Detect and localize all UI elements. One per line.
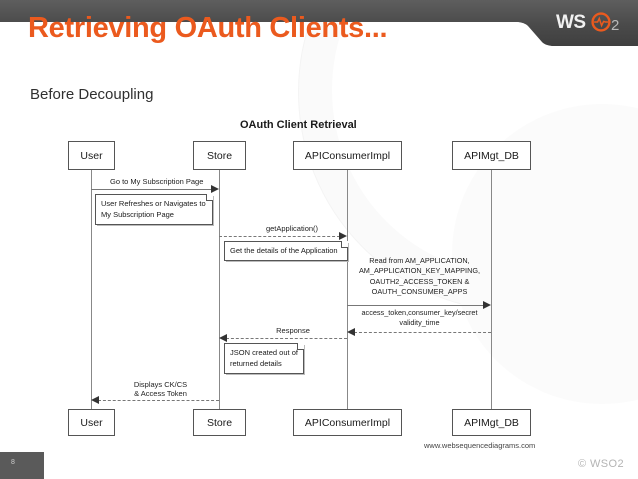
note-fold-corner [297, 343, 304, 350]
note-line-1: User Refreshes or Navigates to [101, 199, 206, 208]
arrow-head-getapplication [339, 231, 347, 240]
message-arrow-response [226, 338, 347, 339]
message-label-db-response: access_token,consumer_key/secret validit… [348, 308, 491, 329]
diagram-title: OAuth Client Retrieval [240, 119, 357, 131]
lifeline-apiconsumerimpl [347, 170, 348, 410]
lifeline-store [219, 170, 220, 410]
db-read-line-1: Read from AM_APPLICATION, [369, 256, 470, 265]
slide-number: 8 [11, 459, 15, 466]
participant-box-apiconsumerimpl-bottom: APIConsumerImpl [293, 409, 402, 436]
message-label-response: Response [276, 326, 310, 335]
copyright-text: © WSO2 [578, 458, 624, 470]
diagram-credit: www.websequencediagrams.com [424, 441, 536, 450]
db-response-line-1: access_token,consumer_key/secret [361, 308, 478, 317]
wso2-logo-mark: WS 2 [556, 12, 619, 34]
slide-number-tab [0, 452, 44, 479]
arrow-head-displays-ck-cs [91, 395, 99, 404]
db-read-line-2: AM_APPLICATION_KEY_MAPPING, [358, 266, 481, 276]
displays-line-2: & Access Token [134, 389, 187, 399]
db-read-line-4: OAUTH_CONSUMER_APPS [371, 287, 468, 297]
note-json-created: JSON created out of returned details [224, 343, 304, 374]
db-response-line-2: validity_time [399, 318, 440, 328]
db-read-line-3: OAUTH2_ACCESS_TOKEN & [369, 276, 470, 286]
slide-subtitle: Before Decoupling [30, 86, 154, 103]
participant-box-store-bottom: Store [193, 409, 246, 436]
arrow-head-db-read [483, 300, 491, 309]
arrow-head-response [219, 333, 227, 342]
note-line-2: My Subscription Page [101, 209, 174, 219]
message-arrow-getapplication [219, 236, 340, 237]
participant-box-apimgtdb-bottom: APIMgt_DB [452, 409, 531, 436]
note-line-2: returned details [230, 358, 282, 368]
note-get-details: Get the details of the Application [224, 241, 348, 261]
message-label-go-to-subscription: Go to My Subscription Page [110, 177, 204, 186]
svg-text:WS: WS [556, 12, 586, 33]
participant-box-apiconsumerimpl-top: APIConsumerImpl [293, 141, 402, 170]
message-arrow-db-read [347, 305, 484, 306]
note-line-1: Get the details of the Application [230, 246, 338, 255]
participant-box-apimgtdb-top: APIMgt_DB [452, 141, 531, 170]
arrow-head-db-response [347, 327, 355, 336]
message-label-getapplication: getApplication() [265, 224, 319, 233]
participant-box-user-bottom: User [68, 409, 115, 436]
arrow-head-go-to-subscription [211, 184, 219, 193]
displays-line-1: Displays CK/CS [133, 380, 188, 389]
svg-text:2: 2 [611, 17, 619, 34]
message-label-db-read: Read from AM_APPLICATION, AM_APPLICATION… [348, 256, 491, 297]
lifeline-user [91, 170, 92, 410]
wso2-logo: WS 2 [556, 10, 630, 34]
note-user-refreshes: User Refreshes or Navigates to My Subscr… [95, 194, 213, 225]
message-label-displays-ck-cs: Displays CK/CS & Access Token [110, 380, 211, 399]
page-title: Retrieving OAuth Clients... [28, 12, 388, 44]
message-arrow-go-to-subscription [91, 189, 212, 190]
note-fold-corner [341, 241, 348, 248]
message-arrow-db-response [354, 332, 491, 333]
lifeline-apimgtdb [491, 170, 492, 410]
note-line-1: JSON created out of [230, 348, 298, 357]
message-arrow-displays-ck-cs [98, 400, 219, 401]
participant-box-store-top: Store [193, 141, 246, 170]
participant-box-user-top: User [68, 141, 115, 170]
note-fold-corner [206, 194, 213, 201]
